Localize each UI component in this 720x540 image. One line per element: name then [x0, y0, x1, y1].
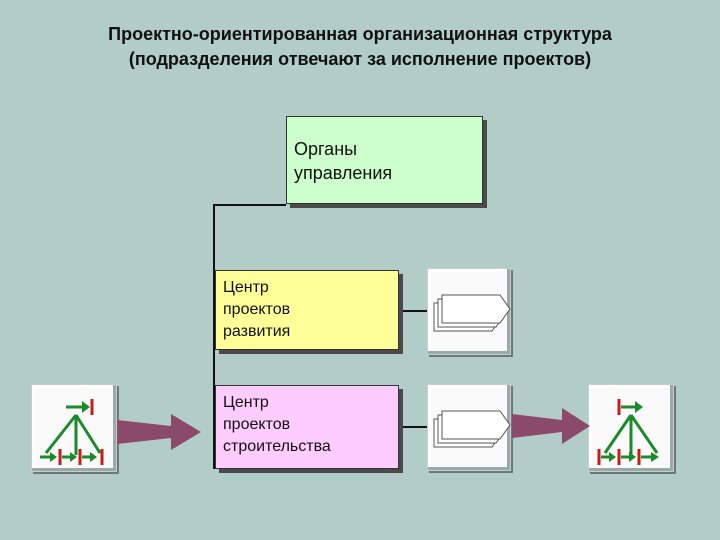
dev-center-node: Центр проектов развития	[215, 270, 399, 350]
dev-project-stack-icon	[427, 268, 511, 355]
dev-center-line3: развития	[223, 323, 291, 340]
connector-build-stack	[399, 426, 427, 428]
build-project-stack-icon	[427, 384, 511, 471]
connector-top	[213, 204, 286, 206]
connector-vertical	[213, 204, 215, 469]
hierarchy-input-icon	[31, 384, 117, 472]
connector-dev-stack	[399, 310, 427, 312]
input-arrow-icon	[117, 414, 201, 450]
build-center-line1: Центр	[223, 394, 269, 411]
dev-center-line1: Центр	[223, 279, 269, 296]
page-title-line2: (подразделения отвечают за исполнение пр…	[128, 49, 592, 69]
management-label-line1: Органы	[294, 139, 358, 159]
build-center-line3: строительства	[223, 438, 331, 455]
management-node: Органы управления	[286, 116, 483, 204]
hierarchy-output-icon	[588, 384, 674, 472]
output-arrow-icon	[512, 408, 590, 444]
management-label-line2: управления	[294, 163, 393, 183]
build-center-node: Центр проектов строительства	[215, 385, 399, 469]
build-center-line2: проектов	[223, 416, 291, 433]
dev-center-line2: проектов	[223, 301, 291, 318]
page-title-line1: Проектно-ориентированная организационная…	[108, 24, 612, 44]
